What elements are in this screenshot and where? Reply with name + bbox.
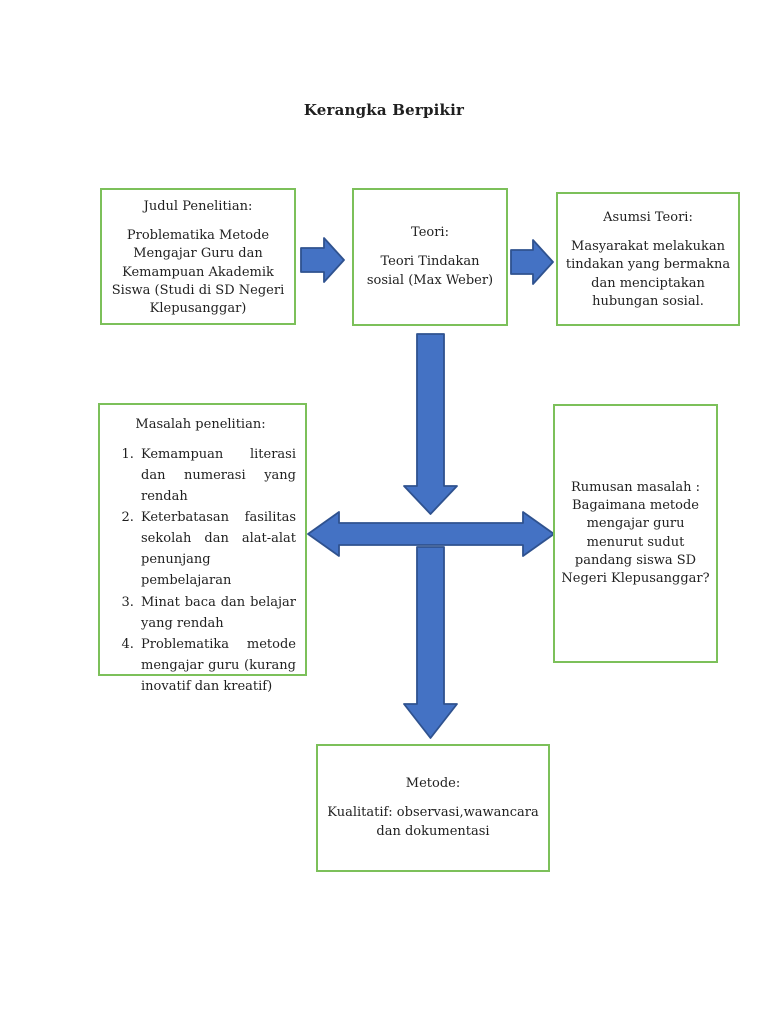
metode-body: Kualitatif: observasi,wawancara dan doku… bbox=[327, 805, 539, 839]
box-teori: Teori: Teori Tindakan sosial (Max Weber) bbox=[352, 188, 508, 326]
box-metode: Metode: Kualitatif: observasi,wawancara … bbox=[316, 744, 550, 872]
teori-heading: Teori: bbox=[411, 225, 449, 241]
box-rumusan-masalah: Rumusan masalah : Bagaimana metode menga… bbox=[553, 404, 718, 663]
asumsi-body: Masyarakat melakukan tindakan yang berma… bbox=[565, 239, 731, 309]
box-asumsi-teori: Asumsi Teori: Masyarakat melakukan tinda… bbox=[556, 192, 740, 326]
asumsi-heading: Asumsi Teori: bbox=[603, 210, 693, 225]
masalah-list-item: Kemampuan literasi dan numerasi yang ren… bbox=[138, 444, 296, 507]
masalah-list-item: Minat baca dan belajar yang rendah bbox=[138, 592, 296, 634]
rumusan-body: Bagaimana metode mengajar guru menurut s… bbox=[561, 498, 710, 586]
masalah-list-item: Keterbatasan fasilitas sekolah dan alat-… bbox=[138, 507, 296, 591]
arrow-right-judul-to-teori-icon bbox=[300, 237, 345, 283]
rumusan-heading: Rumusan masalah : bbox=[570, 479, 701, 495]
page-title: Kerangka Berpikir bbox=[303, 101, 465, 119]
arrow-down-from-teori-icon bbox=[403, 333, 458, 515]
arrow-double-masalah-rumusan-icon bbox=[307, 511, 555, 557]
arrow-right-teori-to-asumsi-icon bbox=[510, 239, 554, 285]
masalah-list-item: Problematika metode mengajar guru (kuran… bbox=[138, 634, 296, 697]
arrow-down-to-metode-icon bbox=[403, 546, 458, 739]
teori-body: Teori Tindakan sosial (Max Weber) bbox=[366, 254, 494, 288]
masalah-heading: Masalah penelitian: bbox=[135, 417, 266, 432]
masalah-list: Kemampuan literasi dan numerasi yang ren… bbox=[105, 444, 296, 697]
judul-body: Problematika Metode Mengajar Guru dan Ke… bbox=[111, 228, 285, 316]
box-judul-penelitian: Judul Penelitian: Problematika Metode Me… bbox=[100, 188, 296, 325]
box-masalah-penelitian: Masalah penelitian: Kemampuan literasi d… bbox=[98, 403, 307, 694]
judul-heading: Judul Penelitian: bbox=[143, 199, 253, 214]
metode-heading: Metode: bbox=[405, 776, 461, 792]
